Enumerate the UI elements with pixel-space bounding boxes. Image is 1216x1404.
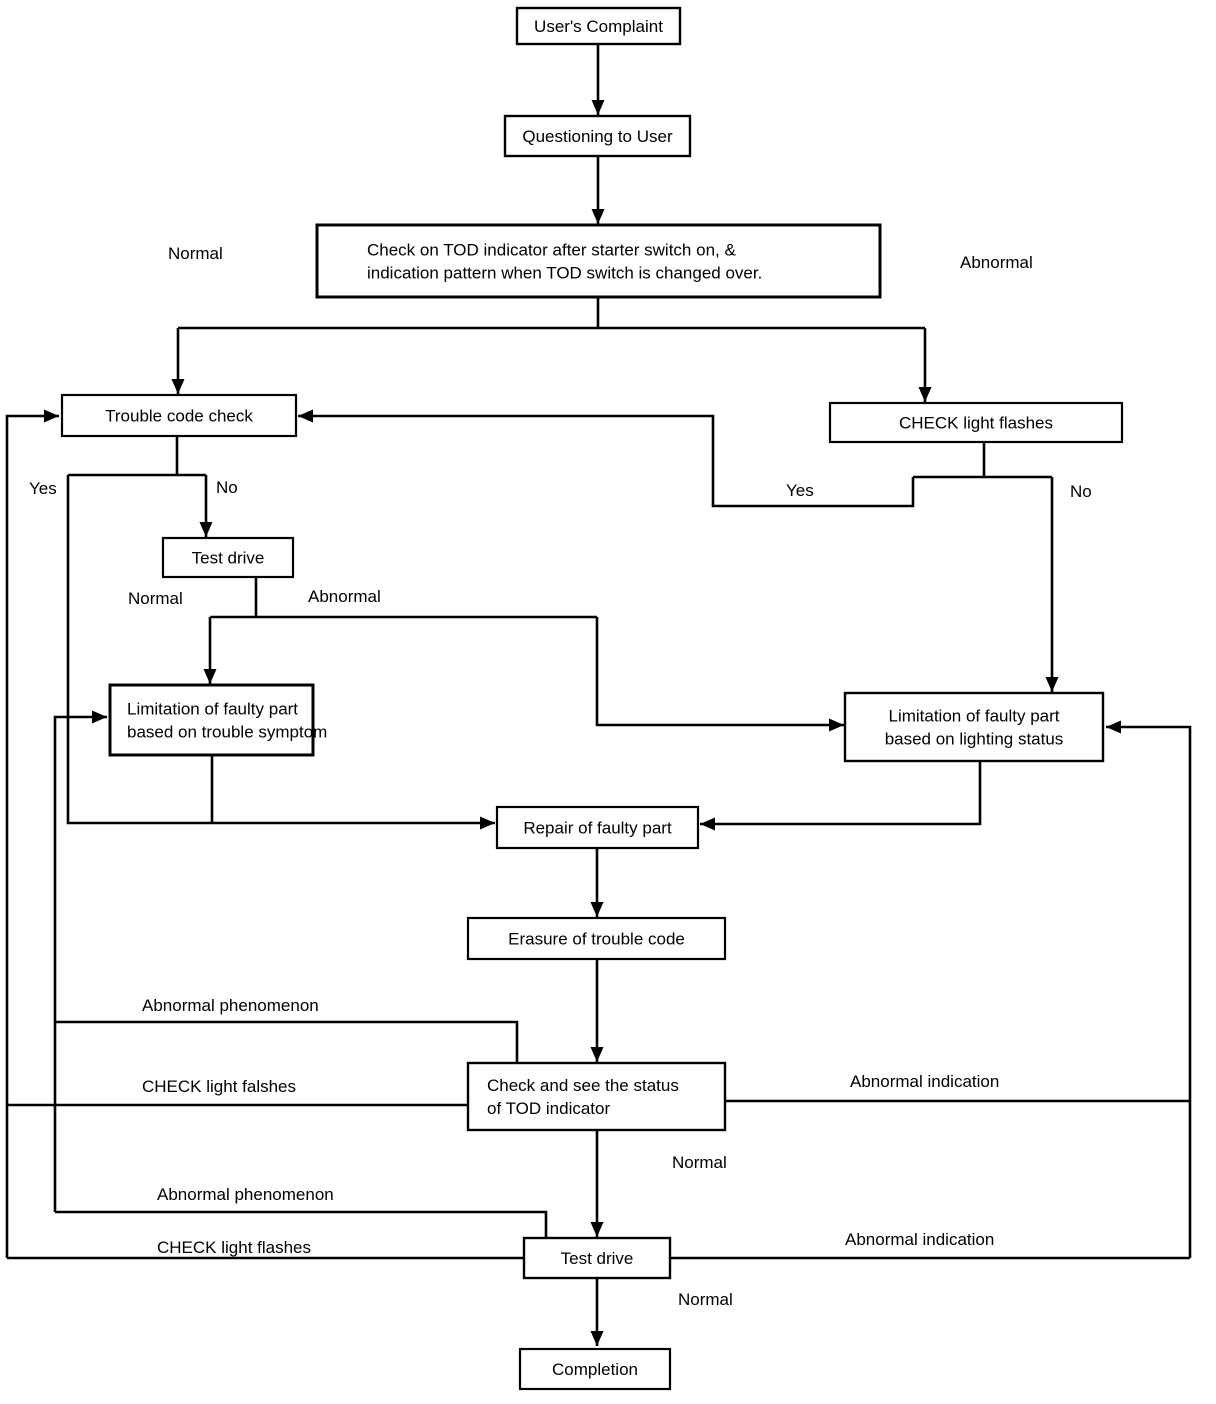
node-label: Completion (552, 1360, 638, 1379)
arrowhead-icon (44, 409, 59, 423)
arrowhead-icon (918, 387, 932, 402)
arrowhead-icon (171, 379, 185, 394)
edge-label: Abnormal phenomenon (142, 996, 319, 1015)
edge-label: Abnormal indication (845, 1230, 994, 1249)
node-label: Questioning to User (522, 127, 673, 146)
edge-label: Yes (786, 481, 814, 500)
node-test-drive-1: Test drive (161, 536, 295, 579)
node-label: based on trouble symptom (127, 723, 327, 742)
node-check-tod-indicator: Check on TOD indicator after starter swi… (315, 223, 882, 299)
node-label: CHECK light flashes (899, 414, 1053, 433)
edge-troublecode-yes-to-repair (66, 475, 495, 830)
arrowhead-icon (590, 1222, 604, 1237)
edge-status-abnormal-phenomenon (55, 1020, 519, 1063)
node-limitation-trouble-symptom: Limitation of faulty part based on troubl… (108, 683, 327, 757)
node-check-light-flashes: CHECK light flashes (828, 401, 1124, 444)
edge-label: Abnormal indication (850, 1072, 999, 1091)
node-status-check-tod: Check and see the status of TOD indicator (466, 1061, 727, 1132)
arrowhead-icon (298, 409, 313, 423)
node-label: Check on TOD indicator after starter swi… (367, 241, 736, 260)
node-label: Test drive (561, 1249, 634, 1268)
node-label: Limitation of faulty part (888, 707, 1059, 726)
node-label: Test drive (192, 549, 265, 568)
edge-label: Abnormal phenomenon (157, 1185, 334, 1204)
arrowhead-icon (591, 100, 605, 115)
edge-checklight-yes-to-troublecode (298, 409, 915, 508)
edge-label: Normal (678, 1290, 733, 1309)
node-label: Limitation of faulty part (127, 700, 298, 719)
edge-testdrive1-abnormal (595, 617, 844, 732)
edge-normal-to-troublecode (171, 328, 185, 394)
node-label: of TOD indicator (487, 1099, 610, 1118)
arrowhead-icon (590, 1047, 604, 1062)
edge-label: No (1070, 482, 1092, 501)
arrowhead-icon (700, 817, 715, 831)
arrowhead-icon (480, 816, 495, 830)
arrowhead-icon (590, 902, 604, 917)
edge-label: Abnormal (308, 587, 381, 606)
node-label: Trouble code check (105, 407, 253, 426)
arrowhead-icon (590, 1331, 604, 1346)
node-label: Repair of faulty part (523, 819, 672, 838)
edge-label: Yes (29, 479, 57, 498)
edge-label: Normal (168, 244, 223, 263)
edge-label: CHECK light flashes (157, 1238, 311, 1257)
edge-abnormal-to-checklight (918, 328, 932, 402)
edge-lighting-to-repair (700, 761, 982, 831)
arrowhead-icon (1045, 677, 1059, 692)
edge-questioning-to-checktod (591, 156, 605, 224)
node-test-drive-2: Test drive (522, 1236, 672, 1280)
node-erasure-trouble-code: Erasure of trouble code (466, 916, 727, 961)
edge-abnormal-rail-to-troublesymptom (53, 710, 107, 1212)
node-limitation-lighting-status: Limitation of faulty part based on lighti… (843, 691, 1105, 763)
edge-indication-rail-to-lighting (1106, 720, 1192, 1258)
arrowhead-icon (829, 718, 844, 732)
edge-status-normal-to-testdrive2 (590, 1130, 604, 1237)
node-label: User's Complaint (534, 17, 663, 36)
node-label: Check and see the status (487, 1076, 679, 1095)
arrowhead-icon (92, 710, 107, 724)
arrowhead-icon (199, 522, 213, 537)
edge-complaint-to-questioning (591, 44, 605, 115)
node-users-complaint: User's Complaint (515, 6, 682, 46)
edge-label: No (216, 478, 238, 497)
node-trouble-code-check: Trouble code check (60, 393, 298, 438)
edge-checklight-no-to-lighting (1045, 477, 1059, 692)
edge-testdrive1-normal (203, 617, 217, 684)
edge-label: CHECK light falshes (142, 1077, 296, 1096)
node-label: indication pattern when TOD switch is ch… (367, 264, 762, 283)
arrowhead-icon (591, 209, 605, 224)
node-questioning-to-user: Questioning to User (503, 114, 692, 158)
node-label: based on lighting status (885, 730, 1064, 749)
edge-label: Normal (672, 1153, 727, 1172)
edge-checkflash-rail-to-troublecode (5, 409, 59, 1258)
arrowhead-icon (1106, 720, 1121, 734)
edge-testdrive2-abnormal-phenomenon (55, 1210, 548, 1238)
edge-testdrive2-normal-to-completion (590, 1278, 604, 1346)
edge-label: Normal (128, 589, 183, 608)
edge-troublecode-no-to-testdrive1 (199, 475, 213, 537)
node-completion: Completion (518, 1347, 672, 1391)
arrowhead-icon (203, 669, 217, 684)
edge-label: Abnormal (960, 253, 1033, 272)
edge-erasure-to-status (590, 959, 604, 1062)
node-label: Erasure of trouble code (508, 930, 685, 949)
node-repair-faulty-part: Repair of faulty part (495, 805, 700, 850)
edge-repair-to-erasure (590, 848, 604, 917)
